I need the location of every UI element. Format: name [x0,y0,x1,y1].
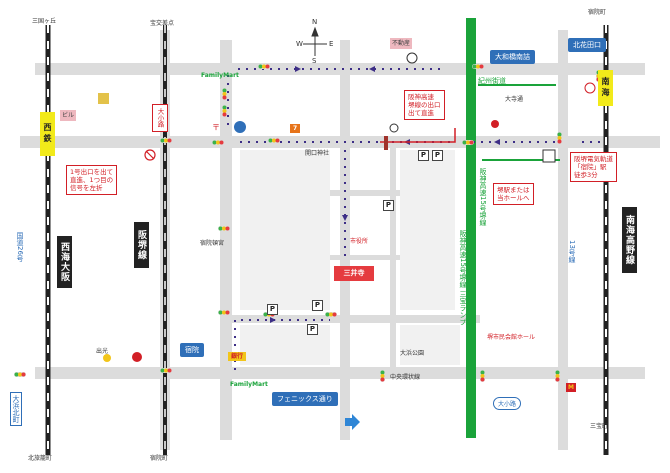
road-ramp-label: 紀州街道 [478,77,506,85]
place-city-hall: 市役所 [350,238,369,245]
info-icon [234,121,246,133]
fire-icon [542,149,556,163]
school-icon [406,52,418,64]
post-icon: 〒 [212,123,220,132]
place-temple: 宿院頓宮 [200,240,225,247]
road-expressway-label: 阪神高速15号堺線 [479,168,487,226]
road-v2 [220,40,232,440]
road-mid [280,190,440,196]
expressway [466,18,476,438]
road-v-right [558,30,568,450]
station-nankai[interactable]: 南海 [598,70,613,106]
road-13: 13号線 [568,240,576,263]
road-expressway-sub: 阪神高速15号堺線 三宝ランプ [459,230,467,326]
arrow-heads [270,66,500,323]
note-tram: 阪堺電気軌道 「宿院」駅 徒歩3分 [570,152,617,182]
note-right: 堺駅または 当ホールへ [493,183,534,205]
parking-icon: P [312,300,323,311]
place-sakai-hall: 堺市民会館ホール [487,334,536,341]
road-network [20,30,660,450]
rail-label-nishitetsu: 西海大阪 [57,236,72,288]
corner-top-left: 三国ヶ丘 [32,18,57,25]
parking-icon: P [383,200,394,211]
road-mid2 [270,255,440,260]
store-icon [132,352,142,362]
note-exit: 1号出口を出て 直進、1つ目の 信号を左折 [66,165,118,195]
label-kitahanada: 北花田口 [568,38,606,52]
place-ciro: ビル [60,110,77,121]
seven-eleven-icon: 7 [290,124,301,133]
compass-north: N [312,18,318,26]
corner-bottom-right: 三宝町 [590,423,609,430]
compass [303,26,327,56]
familymart-icon: FamilyMart [201,72,239,79]
parking-icon: P [307,324,318,335]
label-bottom-crossing: 大小路 [493,397,522,410]
road-phoenix: フェニックス通り [272,392,338,406]
compass-east: E [329,40,334,48]
crab-icon [491,120,499,128]
traffic-signals [14,64,601,382]
building-icon [98,93,109,104]
highlight-marker [384,136,388,150]
mcdonalds-icon: M [566,383,576,392]
parking-icon: P [267,304,278,315]
note-small-top: 大小路 [152,104,168,132]
road-lower [230,315,480,323]
compass-south: S [312,57,317,65]
label-shukuin-bottom: 宿院 [180,343,204,357]
corner-top-right: 宿院町 [588,9,607,16]
label-left-signal: 大浜北町 [10,392,22,426]
place-park: 大浜公園 [400,350,425,357]
temple-icon [389,123,399,133]
corner-bottom-left: 北旅籠町 [28,455,53,462]
city-blocks [240,150,460,365]
place-gas: 出光 [96,348,109,355]
road-chuo-kanjo: 中央環状線 [390,374,421,381]
parking-icon: P [418,150,429,161]
note-ramp: 阪神高速 堺線の出口 出て直進 [404,90,445,120]
station-nishitetsu[interactable]: 西鉄 [40,112,55,156]
familymart-icon-bottom: FamilyMart [230,381,268,388]
place-fudou: 不動産 [390,38,413,49]
road-26: 国道26号 [16,232,24,262]
place-bank: 銀行 [228,352,247,361]
shell-icon [103,354,111,362]
main-hall[interactable]: 三井寺 [334,266,374,281]
compass-west: W [296,40,303,48]
red-route [380,128,456,143]
landmark-icon [584,82,596,94]
rail-label-hankai: 阪堺線 [134,222,149,268]
label-yamato-bridge: 大和橋南詰 [490,50,535,64]
direction-arrow [345,414,360,430]
corner-bottom-mid: 宿院町 [150,455,169,462]
place-shrine: 開口神社 [305,150,330,157]
parking-icon: P [432,150,443,161]
corner-top-mid: 宝交差点 [150,20,175,27]
road-odera: 大寺通 [505,96,524,103]
rail-label-nankai: 南海高野線 [622,207,637,273]
